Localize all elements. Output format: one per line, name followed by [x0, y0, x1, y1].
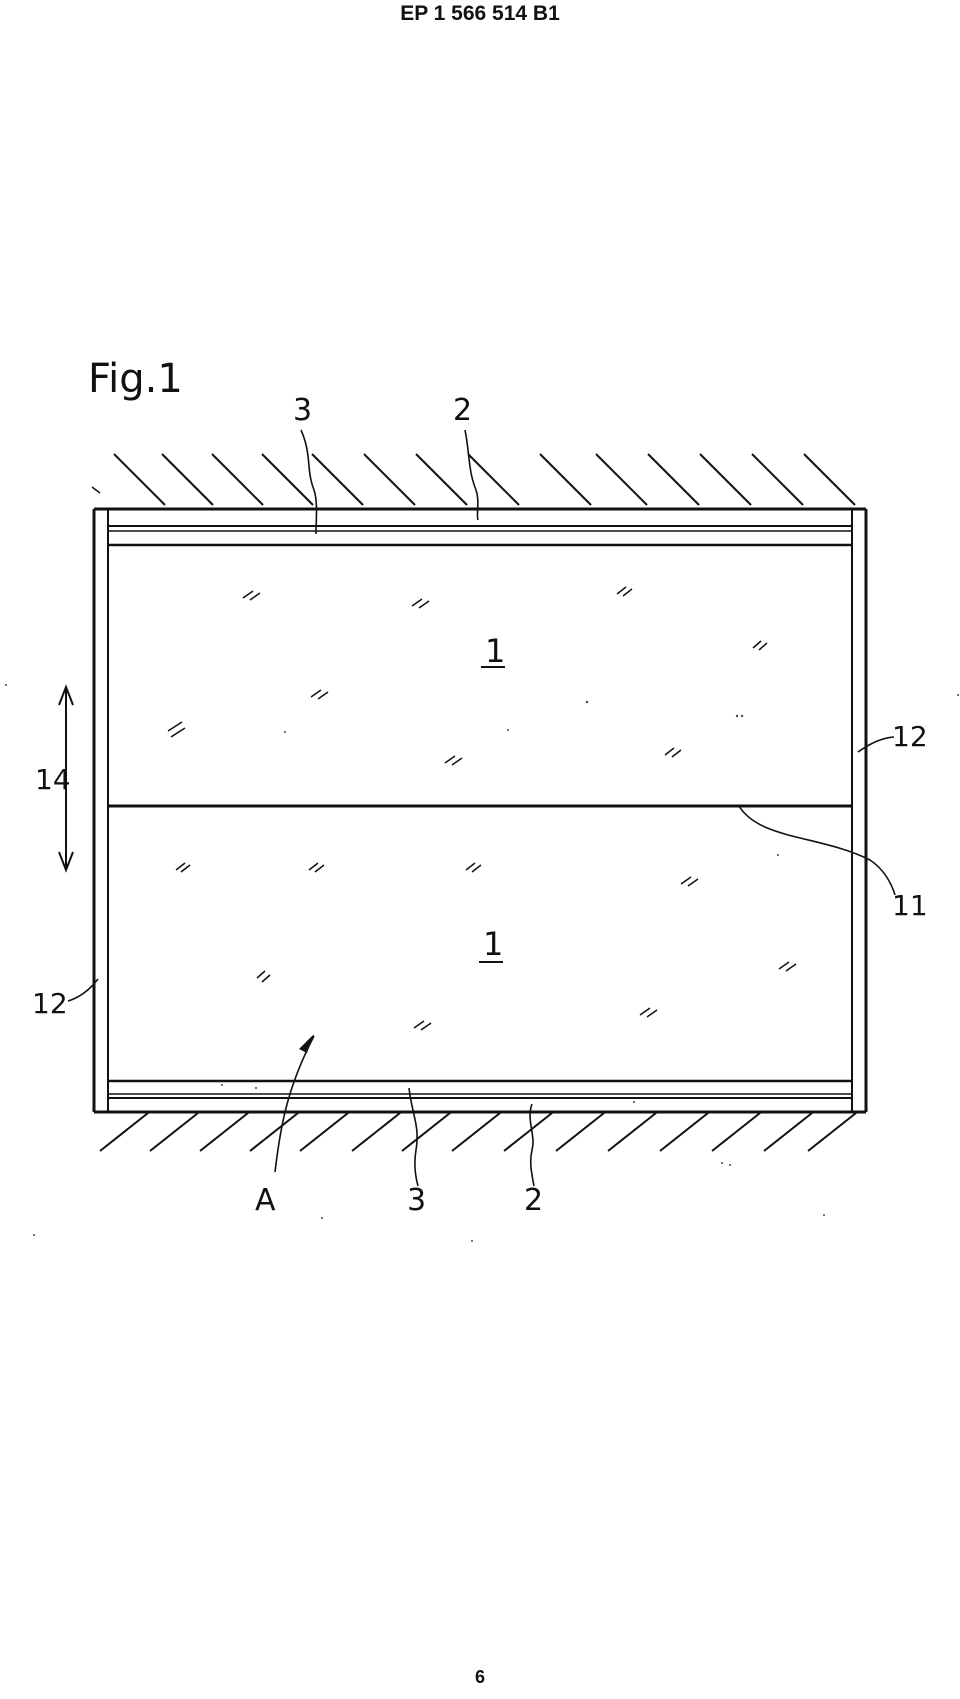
- label-arrow-A: A: [255, 1183, 276, 1218]
- top-hatching: [113, 453, 856, 506]
- page-number: 6: [474, 1667, 485, 1687]
- arrow-14: [58, 684, 74, 873]
- top-rails: [108, 525, 852, 547]
- publication-number: EP 1 566 514 B1: [400, 2, 560, 25]
- bottom-hatching: [99, 1112, 857, 1152]
- hatch-mark: [91, 486, 101, 494]
- figure-title: Fig.1: [88, 356, 183, 402]
- scan-specks: [5, 684, 959, 1242]
- label-top-2: 2: [453, 393, 472, 428]
- label-joint-11: 11: [892, 889, 928, 922]
- label-panel-upper: 1: [485, 632, 505, 670]
- label-arrow-14: 14: [35, 763, 71, 796]
- label-top-3: 3: [293, 393, 312, 428]
- glass-marks: [167, 586, 797, 1031]
- leader-lines: [67, 429, 896, 1187]
- label-bottom-2: 2: [524, 1183, 543, 1218]
- label-bottom-3: 3: [407, 1183, 426, 1218]
- label-side-left: 12: [32, 987, 68, 1020]
- frame: [92, 507, 868, 1114]
- label-panel-lower: 1: [483, 925, 503, 963]
- bottom-rails: [108, 1079, 852, 1099]
- arrow-A-head: [299, 1034, 314, 1053]
- label-side-right: 12: [892, 720, 928, 753]
